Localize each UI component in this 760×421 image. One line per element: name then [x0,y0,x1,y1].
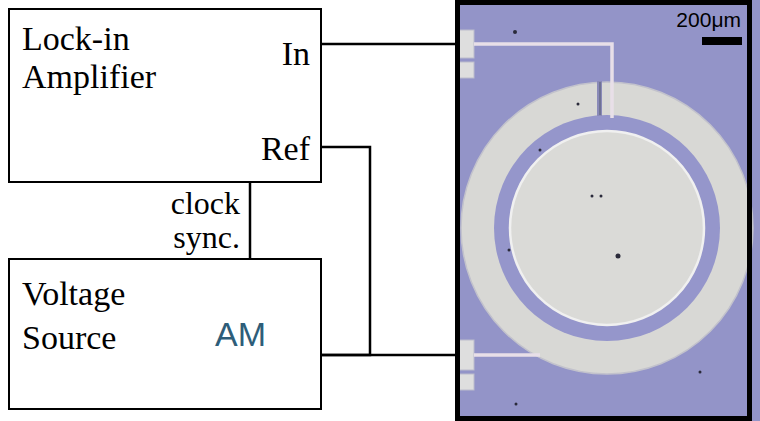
instrument-box: Voltage Source AM [8,258,322,410]
modulation-label: AM [215,314,266,354]
signal-wire [322,43,455,46]
bond-pad [458,62,474,78]
scale-bar [702,37,742,45]
speck [577,103,580,106]
speck [508,249,511,252]
scale-label: 200μm [676,7,741,33]
slit-edge [600,82,601,115]
speck [591,195,594,198]
instrument-name: Lock-in Amplifier [22,20,192,96]
speck [513,30,517,34]
signal-wire [322,354,455,357]
port-label: Ref [261,130,310,168]
signal-wire [322,147,370,355]
wire-label: clock sync. [128,186,240,254]
inner-electrode [510,131,704,325]
speck [616,254,621,259]
speck [539,149,542,152]
speck [699,371,702,374]
instrument-box: Lock-in Amplifier InRef [8,8,322,183]
substrate [455,0,760,421]
signal-wire [249,183,252,258]
bond-pad [458,374,474,390]
speck [515,403,518,406]
micrograph-frame: 200μm [455,0,752,421]
ring-gap [494,115,720,341]
trace [474,44,612,118]
instrument-name: Voltage Source [22,272,172,360]
bond-pad [458,30,474,58]
port-label: In [282,35,310,73]
ring-slit [597,81,602,116]
speck [600,195,603,198]
trace [474,353,540,357]
dust-specks [508,30,702,406]
outer-electrode [461,82,753,374]
bond-pad [458,340,474,370]
